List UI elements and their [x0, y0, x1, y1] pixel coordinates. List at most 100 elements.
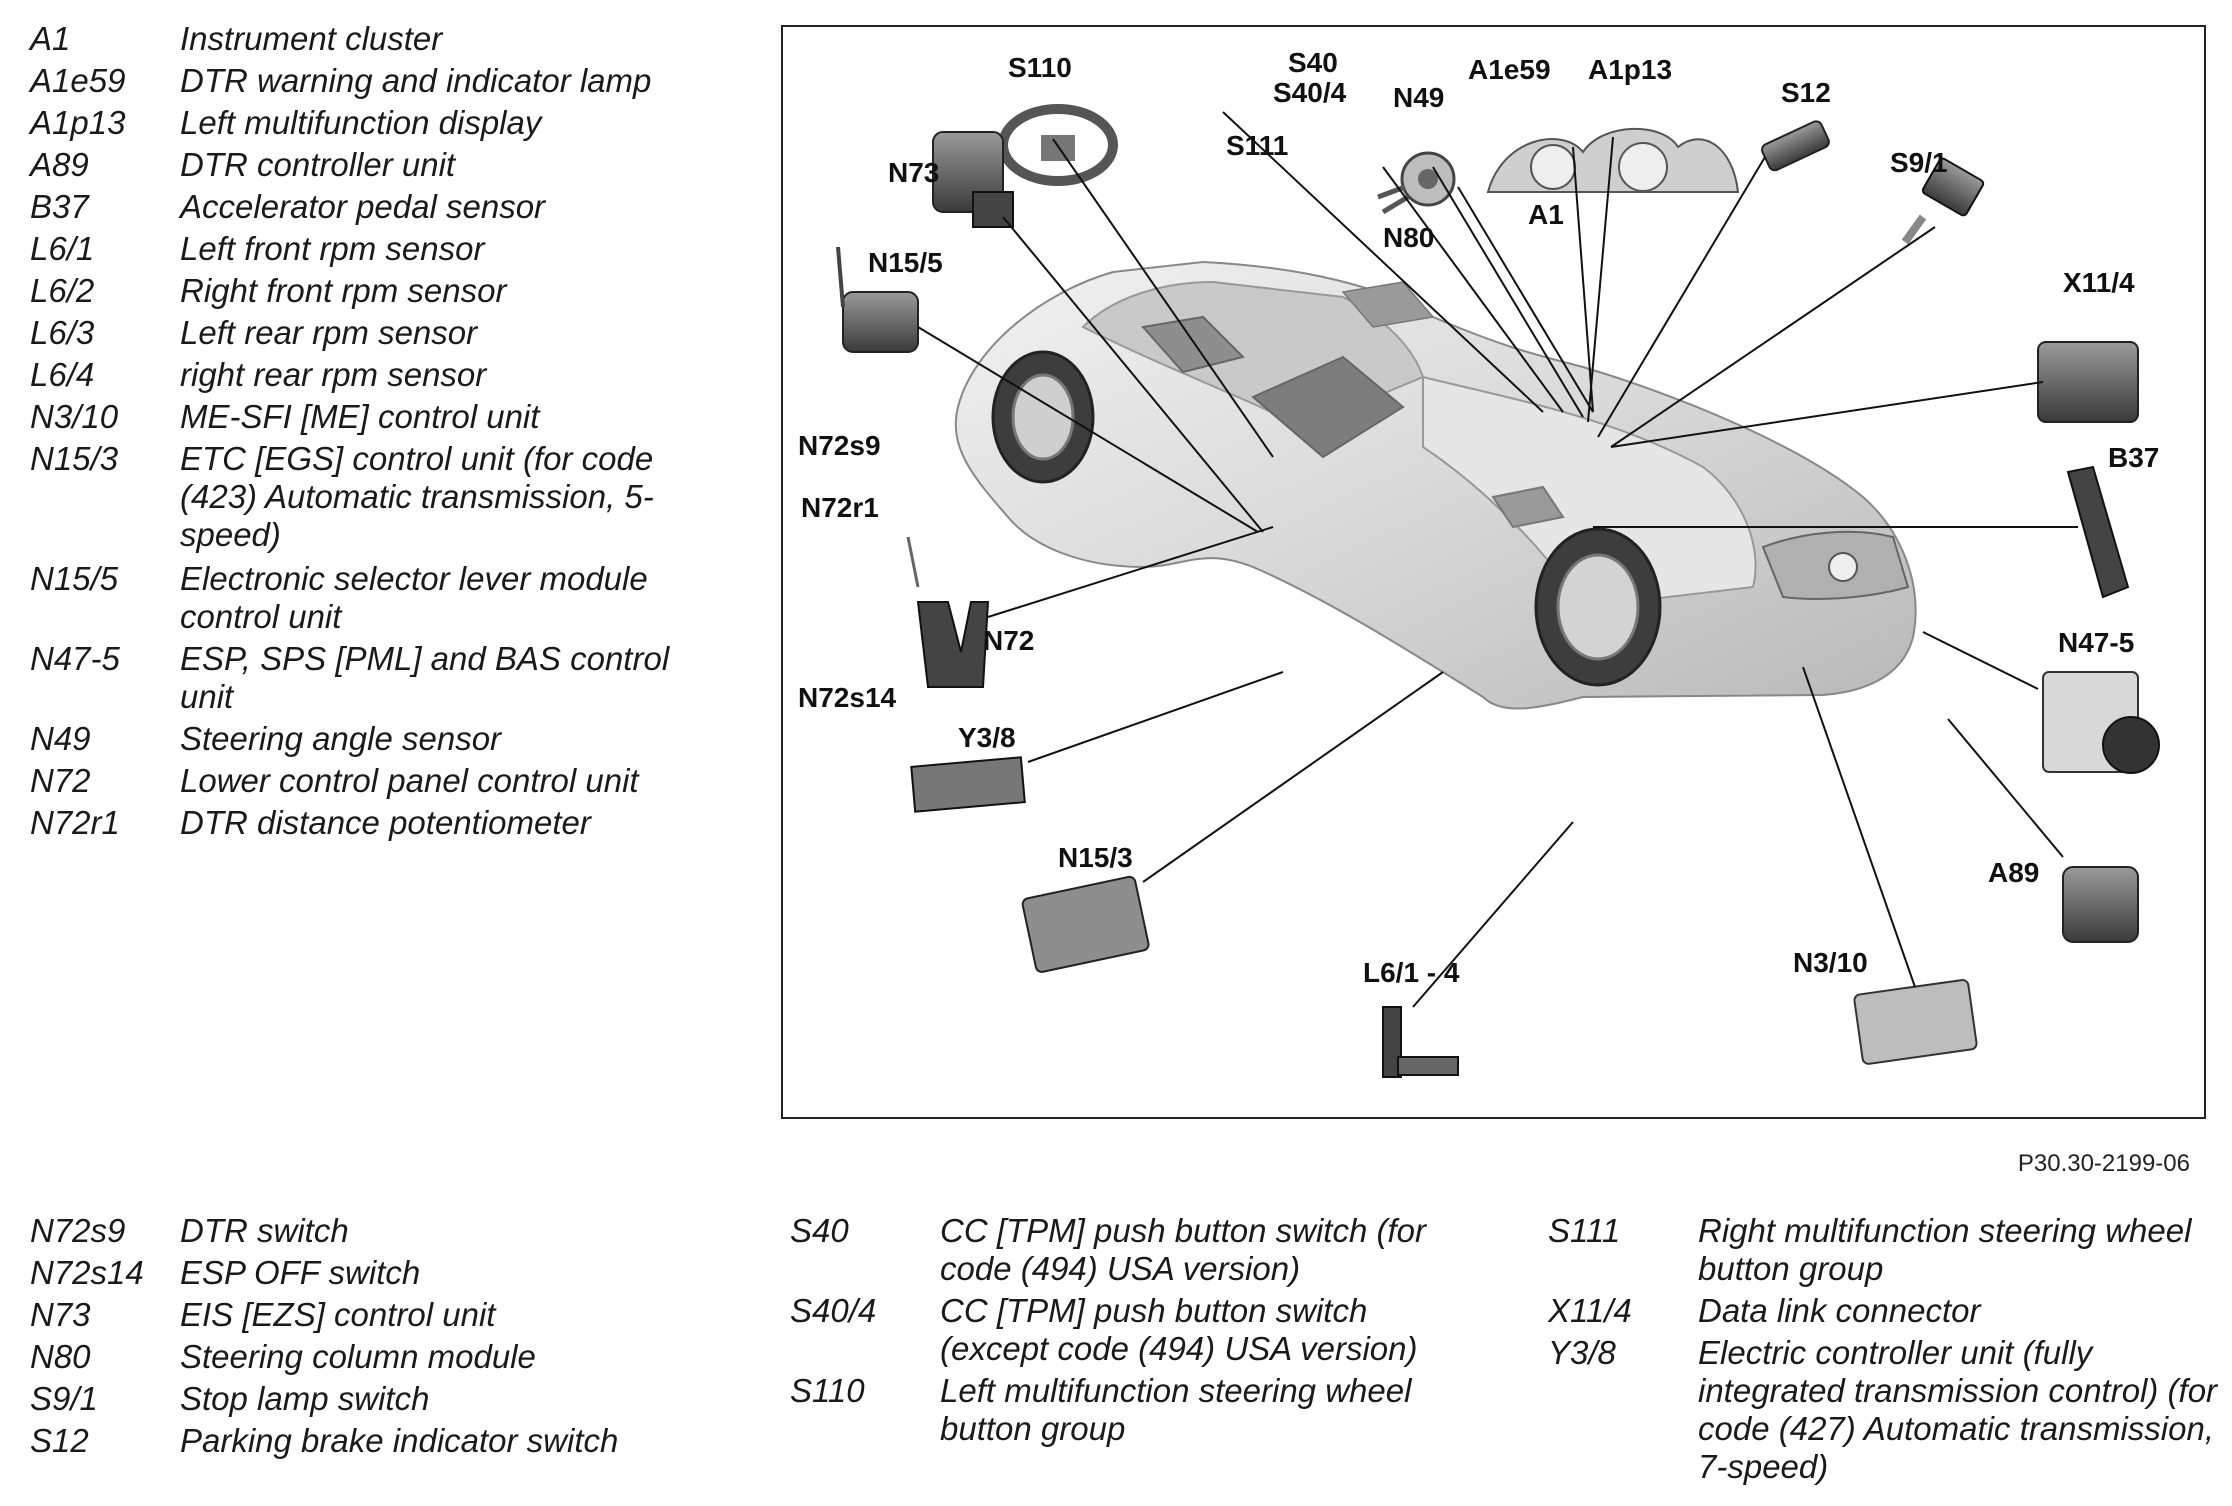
figure-frame: S110 S40 S40/4 N49 A1e59 A1p13 S12 N73 S… [781, 25, 2206, 1119]
legend-desc: ETC [EGS] control unit (for code (423) A… [180, 440, 654, 553]
car-body [954, 260, 1917, 710]
callout-n15-5: N15/5 [868, 247, 943, 278]
legend-code: N72r1 [30, 804, 120, 841]
accelerator-pedal-icon [2066, 465, 2130, 599]
legend-code: Y3/8 [1548, 1334, 1616, 1371]
legend-desc: Accelerator pedal sensor [180, 188, 546, 225]
legend-code: S111 [1548, 1212, 1621, 1249]
legend-code: L6/3 [30, 314, 95, 351]
legend-code: S12 [30, 1422, 89, 1459]
legend-desc: Instrument cluster [180, 20, 443, 57]
callout-n72s14: N72s14 [798, 682, 897, 713]
data-link-connector-icon [2037, 341, 2139, 423]
callout-s111: S111 [1226, 130, 1288, 161]
callout-n72r1: N72r1 [801, 492, 879, 523]
legend-desc: Right front rpm sensor [180, 272, 507, 309]
leader-lines [917, 111, 2078, 1008]
callout-n15-3: N15/3 [1058, 842, 1133, 873]
legend-code: S110 [790, 1372, 865, 1409]
legend-code: N72 [30, 762, 91, 799]
callout-y3-8: Y3/8 [958, 722, 1016, 753]
legend-code: L6/2 [30, 272, 95, 309]
legend-desc: CC [TPM] push button switch (for code (4… [940, 1212, 1426, 1287]
selector-module-icon [836, 246, 919, 353]
legend-code: X11/4 [1548, 1292, 1632, 1329]
legend-code: S40 [790, 1212, 849, 1249]
transmission-controller-icon [910, 756, 1026, 813]
legend-code: N80 [30, 1338, 91, 1375]
legend-code: L6/4 [30, 356, 95, 393]
callout-s9-1: S9/1 [1890, 147, 1948, 178]
callout-a1p13: A1p13 [1588, 54, 1672, 85]
legend-desc: Left rear rpm sensor [180, 314, 478, 351]
legend-bottom-middle: S40 CC [TPM] push button switch (for code… [790, 1212, 1490, 1472]
steering-column-module-icon [1377, 151, 1456, 215]
callout-x11-4: X11/4 [2063, 267, 2135, 298]
legend-code: S9/1 [30, 1380, 98, 1417]
callout-s110: S110 [1008, 52, 1072, 83]
legend-code: N47-5 [30, 640, 120, 677]
legend-desc: Electronic selector lever module control… [180, 560, 648, 635]
callout-l6-1-4: L6/1 - 4 [1363, 957, 1460, 988]
legend-desc: Lower control panel control unit [180, 762, 639, 799]
component-icons [836, 104, 2160, 1078]
legend-desc: ESP OFF switch [180, 1254, 421, 1291]
legend-desc: Data link connector [1698, 1292, 1981, 1329]
instrument-cluster-icon [1486, 127, 1740, 193]
legend-code: N49 [30, 720, 91, 757]
legend-desc: Electric controller unit (fully integrat… [1698, 1334, 2218, 1485]
legend-code: A1e59 [30, 62, 126, 99]
legend-code: N72s9 [30, 1212, 126, 1249]
parking-brake-switch-icon [1761, 120, 1830, 172]
callout-s40: S40 [1288, 47, 1338, 78]
legend-desc: Left front rpm sensor [180, 230, 485, 267]
figure-id: P30.30-2199-06 [2017, 1150, 2190, 1177]
callout-n47-5: N47-5 [2058, 627, 2134, 658]
legend-desc: Stop lamp switch [180, 1380, 430, 1417]
legend-desc: Steering angle sensor [180, 720, 502, 757]
callout-a89: A89 [1988, 857, 2039, 888]
legend-code: N73 [30, 1296, 91, 1333]
legend-desc: Left multifunction display [180, 104, 542, 141]
me-control-unit-icon [1853, 979, 1978, 1065]
legend-code: A89 [30, 146, 89, 183]
legend-code: N15/3 [30, 440, 119, 477]
callout-labels: S110 S40 S40/4 N49 A1e59 A1p13 S12 N73 S… [798, 47, 2159, 988]
lower-control-panel-icon [906, 536, 990, 688]
callout-n80: N80 [1383, 222, 1434, 253]
callout-n73: N73 [888, 157, 939, 188]
stop-lamp-switch-icon [1901, 157, 1985, 245]
legend-desc: EIS [EZS] control unit [180, 1296, 496, 1333]
eis-unit-icon [932, 131, 1014, 228]
car-diagram: S110 S40 S40/4 N49 A1e59 A1p13 S12 N73 S… [798, 47, 2160, 1078]
legend-desc: ESP, SPS [PML] and BAS control unit [180, 640, 670, 715]
leader-s111 [1222, 111, 1544, 413]
dtr-controller-icon [2062, 866, 2139, 943]
callout-a1e59: A1e59 [1468, 54, 1551, 85]
etc-control-unit-icon [1021, 875, 1150, 973]
legend-desc: ME-SFI [ME] control unit [180, 398, 540, 435]
callout-s12: S12 [1781, 77, 1831, 108]
callout-a1: A1 [1528, 199, 1564, 230]
legend-desc: right rear rpm sensor [180, 356, 487, 393]
legend-code: S40/4 [790, 1292, 877, 1329]
callout-n3-10: N3/10 [1793, 947, 1868, 978]
callout-n72: N72 [983, 625, 1034, 656]
legend-code: N3/10 [30, 398, 119, 435]
callout-n72s9: N72s9 [798, 430, 881, 461]
callout-s40-4: S40/4 [1273, 77, 1347, 108]
legend-desc: CC [TPM] push button switch (except code… [940, 1292, 1418, 1367]
legend-code: A1 [30, 20, 71, 57]
callout-n49: N49 [1393, 82, 1444, 113]
legend-bottom-left: N72s9 DTR switch N72s14 ESP OFF switch N73… [30, 1212, 730, 1472]
legend-desc: DTR switch [180, 1212, 349, 1249]
legend-desc: Left multifunction steering wheel button… [940, 1372, 1412, 1447]
callout-b37: B37 [2108, 442, 2159, 473]
legend-code: A1p13 [30, 104, 126, 141]
legend-code: B37 [30, 188, 89, 225]
esp-unit-icon [2042, 671, 2160, 774]
legend-code: N72s14 [30, 1254, 144, 1291]
rpm-sensor-icon [1382, 1006, 1459, 1078]
